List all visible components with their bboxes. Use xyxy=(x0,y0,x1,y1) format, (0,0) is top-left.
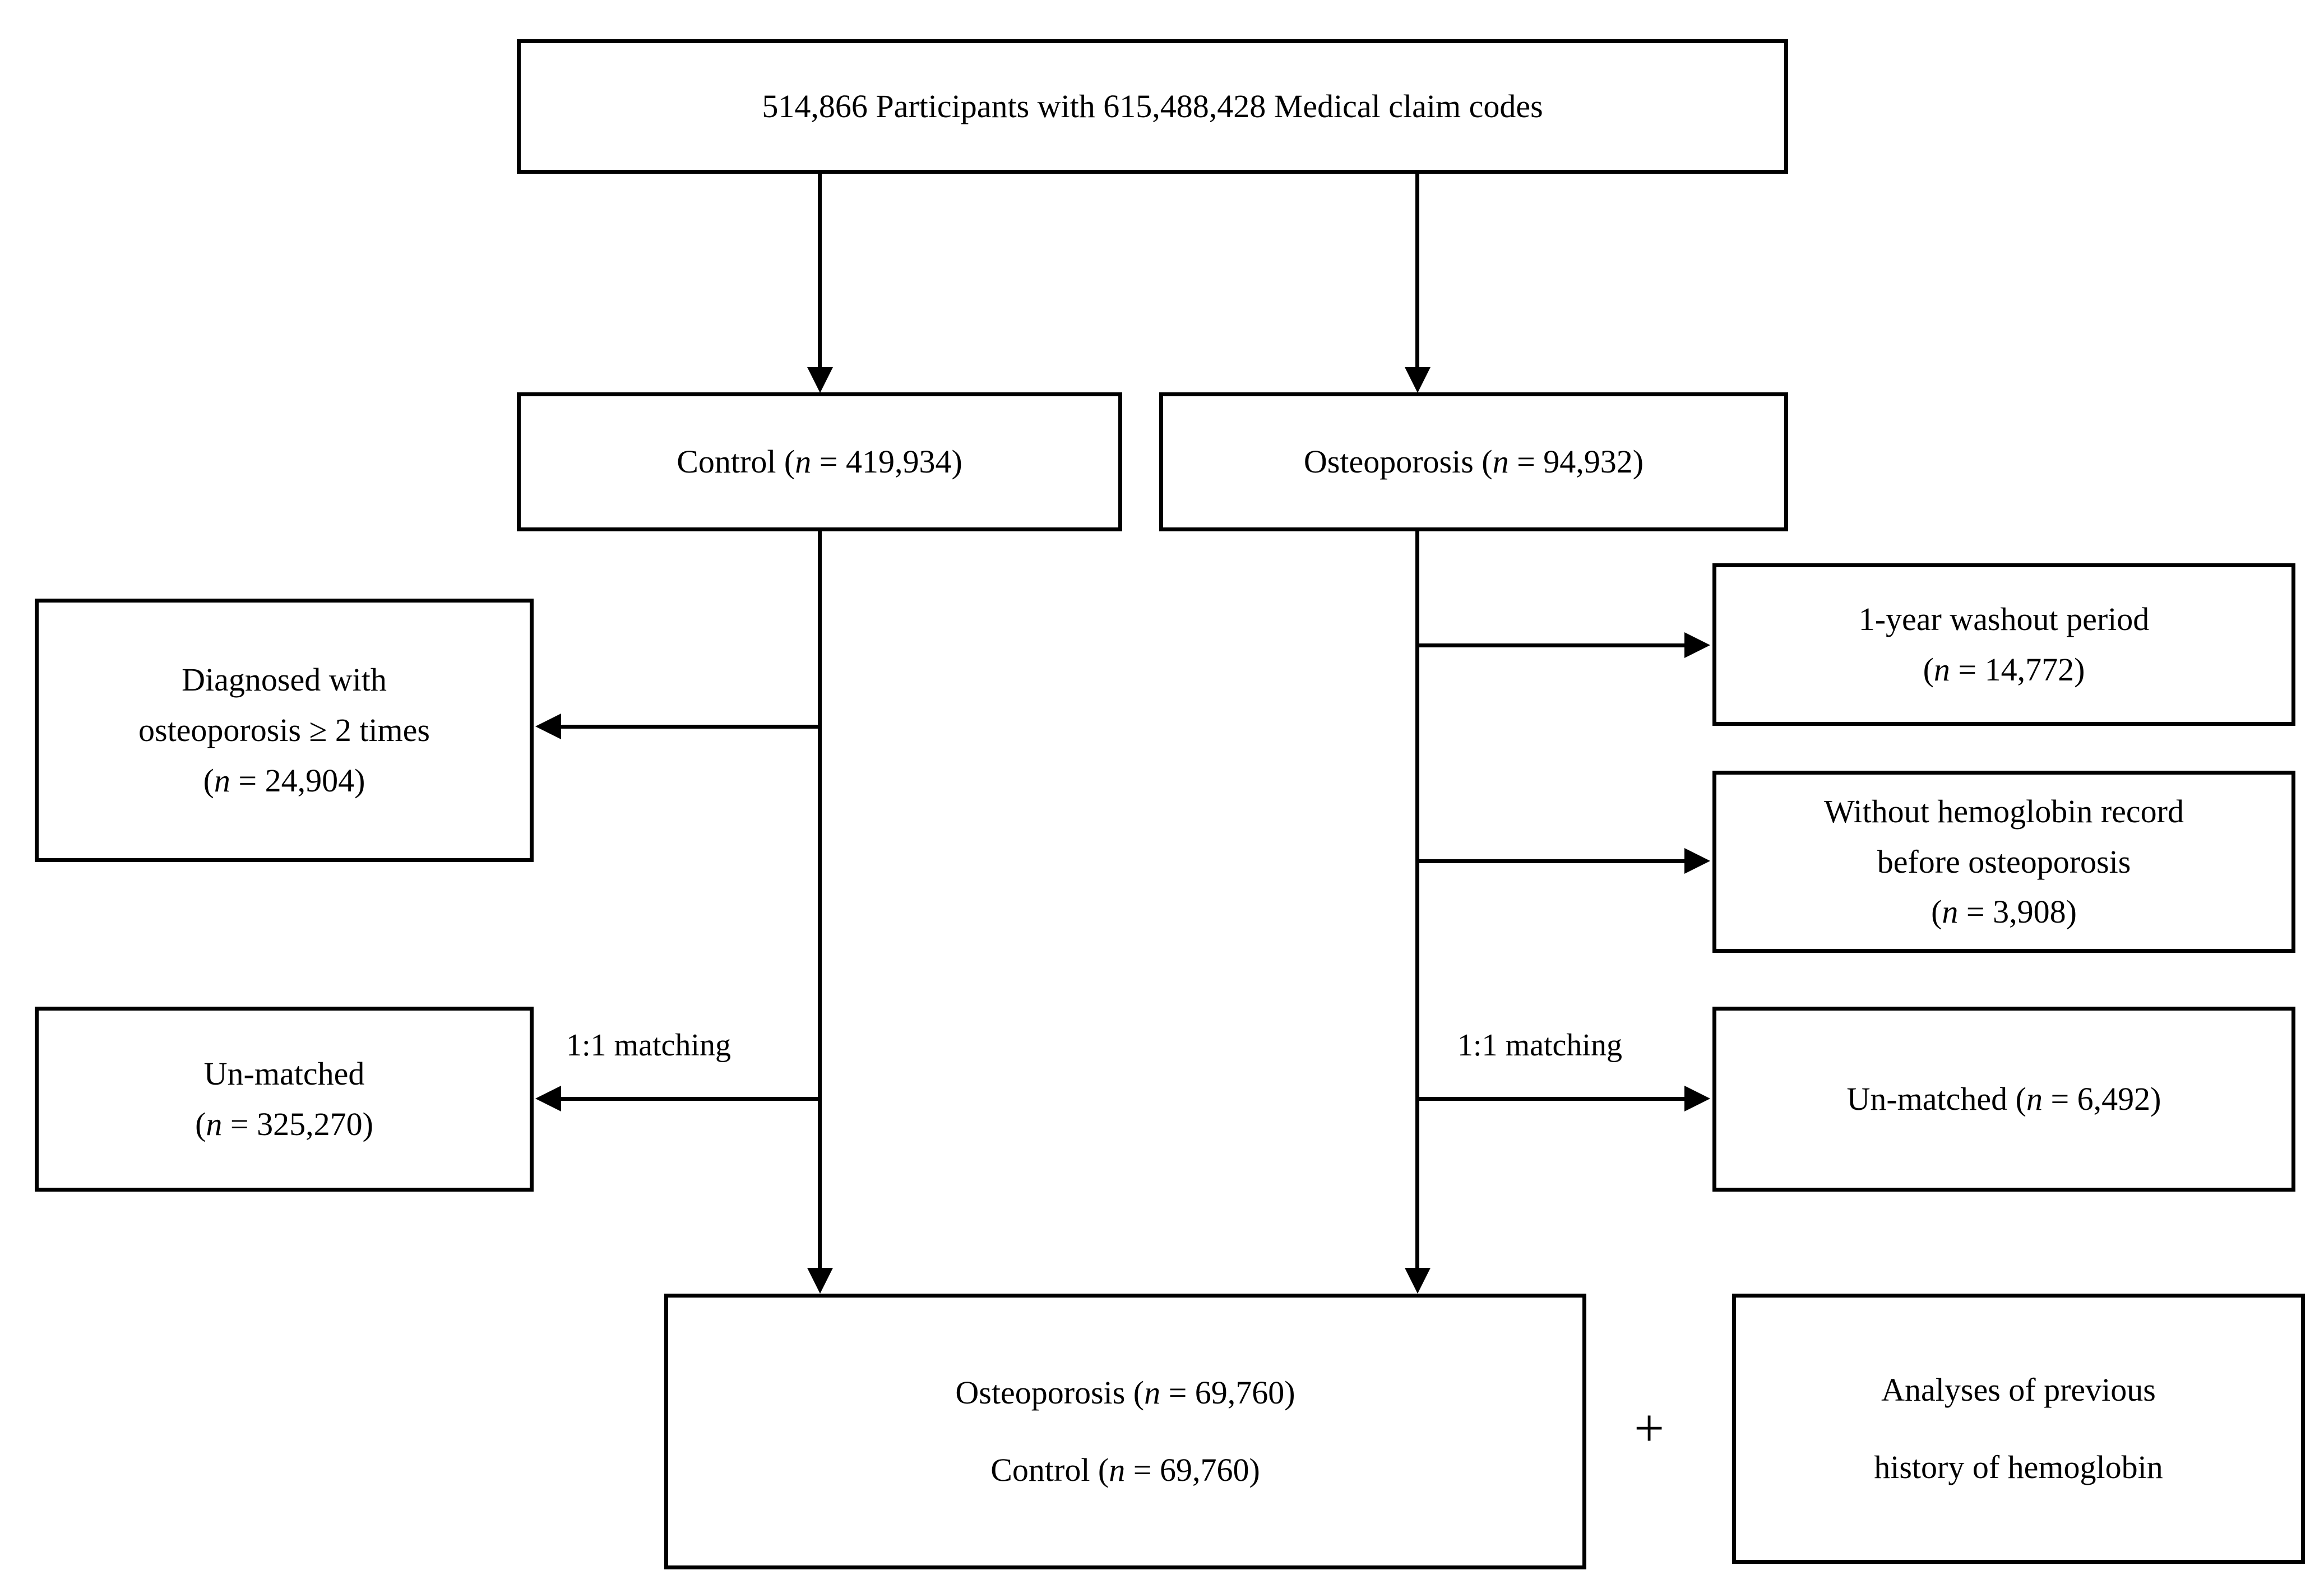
arrowhead-osteoporosis-to-washout xyxy=(1684,632,1710,658)
node-diagnosed-twice-line-3: (n = 24,904) xyxy=(203,762,365,799)
node-unmatched-control-line-2: (n = 325,270) xyxy=(195,1106,373,1142)
arrowhead-control-to-unmatched xyxy=(535,1086,561,1111)
node-final-cohort: Osteoporosis (n = 69,760) Control (n = 6… xyxy=(664,1294,1586,1569)
node-analyses-hemoglobin: Analyses of previous history of hemoglob… xyxy=(1732,1294,2305,1564)
arrowhead-osteoporosis-to-no-hemoglobin xyxy=(1684,848,1710,874)
node-diagnosed-twice: Diagnosed with osteoporosis ≥ 2 times (n… xyxy=(35,599,534,862)
connector-osteoporosis-to-washout xyxy=(1415,643,1686,647)
node-no-hemoglobin-record-line-2: before osteoporosis xyxy=(1877,843,2131,880)
edge-label-matching-right: 1:1 matching xyxy=(1457,1028,1622,1063)
connector-control-trunk xyxy=(818,531,822,1270)
connector-osteoporosis-trunk xyxy=(1415,531,1419,1270)
node-source-population: 514,866 Participants with 615,488,428 Me… xyxy=(517,39,1788,174)
node-no-hemoglobin-record-line-1: Without hemoglobin record xyxy=(1824,793,2184,830)
node-unmatched-osteoporosis-line-1: Un-matched (n = 6,492) xyxy=(1846,1081,2161,1118)
node-unmatched-control-line-1: Un-matched xyxy=(203,1055,365,1092)
node-washout-period-line-2: (n = 14,772) xyxy=(1923,651,2085,688)
arrowhead-control-to-diagnosed xyxy=(535,714,561,739)
plus-operator: + xyxy=(1634,1398,1665,1458)
connector-control-to-diagnosed xyxy=(561,725,820,729)
connector-source-to-control xyxy=(818,174,822,370)
node-analyses-hemoglobin-line-2: history of hemoglobin xyxy=(1874,1449,2163,1485)
arrowhead-source-to-control xyxy=(807,367,833,393)
arrowhead-source-to-osteoporosis xyxy=(1405,367,1430,393)
arrowhead-osteoporosis-to-final xyxy=(1405,1268,1430,1294)
node-unmatched-osteoporosis: Un-matched (n = 6,492) xyxy=(1712,1007,2295,1192)
connector-control-to-unmatched xyxy=(561,1097,820,1101)
connector-source-to-osteoporosis xyxy=(1415,174,1419,370)
arrowhead-osteoporosis-to-unmatched xyxy=(1684,1086,1710,1111)
node-osteoporosis-line-1: Osteoporosis (n = 94,932) xyxy=(1303,443,1644,480)
node-final-cohort-line-1: Osteoporosis (n = 69,760) xyxy=(955,1374,1295,1411)
node-washout-period: 1-year washout period (n = 14,772) xyxy=(1712,563,2295,726)
node-final-cohort-line-2: Control (n = 69,760) xyxy=(990,1452,1260,1488)
node-source-population-line-1: 514,866 Participants with 615,488,428 Me… xyxy=(762,88,1543,125)
connector-osteoporosis-to-unmatched xyxy=(1415,1097,1686,1101)
node-osteoporosis: Osteoporosis (n = 94,932) xyxy=(1159,392,1788,531)
node-control: Control (n = 419,934) xyxy=(517,392,1122,531)
connector-osteoporosis-to-no-hemoglobin xyxy=(1415,859,1686,863)
node-no-hemoglobin-record-line-3: (n = 3,908) xyxy=(1931,893,2077,930)
node-no-hemoglobin-record: Without hemoglobin record before osteopo… xyxy=(1712,771,2295,953)
node-diagnosed-twice-line-1: Diagnosed with xyxy=(182,661,387,698)
node-diagnosed-twice-line-2: osteoporosis ≥ 2 times xyxy=(138,712,430,749)
node-control-line-1: Control (n = 419,934) xyxy=(677,443,962,480)
edge-label-matching-left: 1:1 matching xyxy=(566,1028,731,1063)
node-analyses-hemoglobin-line-1: Analyses of previous xyxy=(1881,1372,2156,1409)
node-washout-period-line-1: 1-year washout period xyxy=(1858,601,2150,638)
arrowhead-control-to-final xyxy=(807,1268,833,1294)
node-unmatched-control: Un-matched (n = 325,270) xyxy=(35,1007,534,1192)
